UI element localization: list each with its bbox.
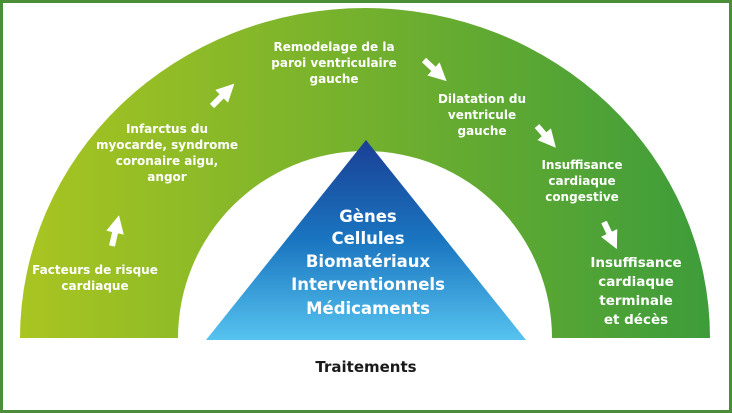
treatment-drugs: Médicaments	[306, 299, 430, 318]
treatments-triangle	[206, 140, 526, 340]
arrow-icon	[106, 215, 124, 247]
arrow-icon	[534, 124, 556, 148]
arrow-icon	[601, 220, 618, 250]
stage-remodeling: Remodelage de la paroi ventriculaire gau…	[271, 40, 397, 86]
stage-congestive-failure: Insuffisance cardiaque congestive	[541, 158, 623, 204]
progression-arc	[20, 8, 710, 338]
stage-terminal-failure: Insuffisance cardiaque terminale et décè…	[590, 255, 682, 328]
treatment-genes: Gènes	[339, 207, 397, 226]
treatment-cells: Cellules	[331, 229, 405, 248]
stage-dilatation: Dilatation du ventricule gauche	[437, 92, 527, 138]
arrow-icon	[209, 83, 235, 109]
treatment-biomaterials: Biomatériaux	[305, 252, 431, 271]
stage-risk-factors: Facteurs de risque cardiaque	[32, 263, 158, 293]
caption-treatments: Traitements	[315, 358, 417, 376]
treatment-interventional: Interventionnels	[291, 275, 445, 294]
stage-infarction: Infarctus du myocarde, syndrome coronair…	[95, 122, 239, 184]
arrow-icon	[421, 57, 447, 82]
